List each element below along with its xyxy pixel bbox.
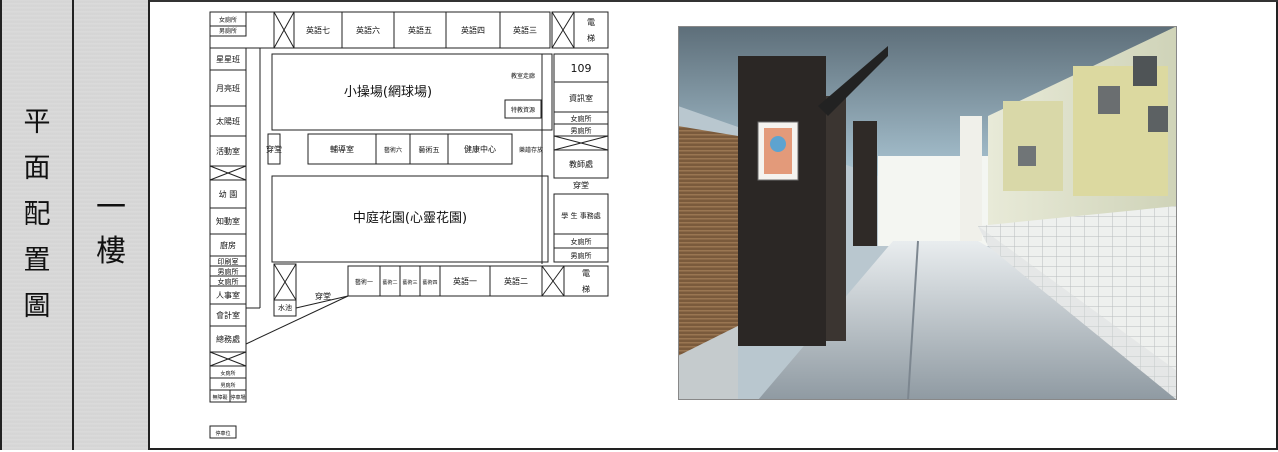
floor-label: 一 樓 [74, 186, 148, 274]
elevator-label-bottom: 電 [582, 269, 590, 278]
room-art-1: 藝術一 [355, 278, 373, 286]
room-printing: 印刷室 [218, 257, 239, 266]
court-tennis: 小操場(網球場) [344, 84, 432, 100]
room-motor: 知動室 [216, 216, 240, 226]
room-personnel: 人事室 [216, 290, 240, 300]
title-char: 圖 [23, 291, 51, 322]
room-activity: 活動室 [216, 146, 240, 156]
title-char: 平 [23, 107, 51, 138]
room-art-4: 藝術四 [422, 279, 437, 286]
room-art-3: 藝術三 [402, 279, 417, 286]
label-music-storage: 樂譜存放 [519, 146, 543, 154]
title-char: 配 [23, 199, 51, 230]
room-accounting: 會計室 [216, 310, 240, 320]
title-char: 置 [23, 245, 51, 276]
room-womens-restroom: 女廁所 [218, 277, 239, 286]
room-sun-class: 太陽班 [216, 116, 240, 126]
room-kitchen: 廚房 [220, 240, 236, 250]
court-garden: 中庭花園(心靈花園) [353, 210, 467, 226]
room-mens-restroom: 男廁所 [218, 267, 239, 276]
room-counseling: 輔導室 [330, 144, 354, 154]
room-english-2: 英語二 [504, 276, 528, 286]
top-border [2, 0, 1278, 2]
elevator-label: 梯 [587, 33, 595, 43]
room-accessible: 無障礙 [212, 394, 227, 401]
room-general-affairs: 總務處 [216, 334, 240, 344]
room-star-class: 星星班 [216, 54, 240, 64]
room-teachers: 教師處 [569, 159, 593, 169]
elevator-label-bottom: 梯 [582, 284, 590, 294]
label-hall: 穿堂 [266, 144, 282, 154]
room-mens-restroom: 男廁所 [220, 382, 235, 389]
room-english-4: 英語四 [461, 25, 485, 35]
floor-column: 一 樓 [74, 0, 150, 450]
floor-char: 樓 [96, 234, 126, 269]
corridor-photo-drawing [678, 26, 1177, 400]
floor-plan: 英語七 英語六 英語五 英語四 英語三 電 梯 女廁所 男廁所 星星班 月亮班 … [202, 8, 622, 448]
room-art-6: 藝術六 [384, 146, 402, 154]
room-english-3: 英語三 [513, 25, 537, 35]
label-hall-right: 穿堂 [573, 180, 589, 190]
room-art-2: 藝術二 [382, 279, 397, 286]
room-english-1: 英語一 [453, 276, 477, 286]
room-special-ed: 特教資源 [511, 106, 535, 114]
room-art-5: 藝術五 [419, 145, 440, 154]
elevator-label: 電 [587, 18, 595, 27]
label-hall-corner: 穿堂 [315, 291, 331, 301]
room-109: 109 [571, 62, 592, 75]
room-kindergarten: 幼 園 [219, 189, 238, 199]
room-mens-restroom: 男廁所 [571, 126, 592, 135]
room-parking-spot: 停車位 [215, 430, 230, 437]
room-womens-restroom: 女廁所 [219, 16, 237, 24]
room-health-center: 健康中心 [464, 144, 496, 154]
corridor-note: 教室走廊 [511, 72, 535, 80]
room-english-7: 英語七 [306, 25, 330, 35]
room-womens-restroom: 女廁所 [571, 237, 592, 246]
floor-plan-drawing: 英語七 英語六 英語五 英語四 英語三 電 梯 女廁所 男廁所 星星班 月亮班 … [209, 11, 609, 439]
floor-char: 一 [96, 190, 126, 225]
section-title: 平 面 配 置 圖 [2, 100, 72, 330]
room-mens-restroom: 男廁所 [219, 27, 237, 35]
room-mens-restroom: 男廁所 [571, 251, 592, 260]
room-computer: 資訊室 [569, 93, 593, 103]
label-column: 平 面 配 置 圖 [2, 0, 74, 450]
room-womens-restroom: 女廁所 [571, 114, 592, 123]
room-womens-restroom: 女廁所 [220, 370, 235, 377]
corridor-photo [678, 26, 1177, 400]
room-moon-class: 月亮班 [216, 83, 240, 93]
label-pond: 水池 [278, 303, 292, 312]
room-parking: 停車場 [230, 394, 245, 401]
room-english-5: 英語五 [408, 25, 432, 35]
room-student-affairs: 學 生 事務處 [561, 211, 600, 220]
room-english-6: 英語六 [356, 25, 380, 35]
title-char: 面 [23, 153, 51, 184]
